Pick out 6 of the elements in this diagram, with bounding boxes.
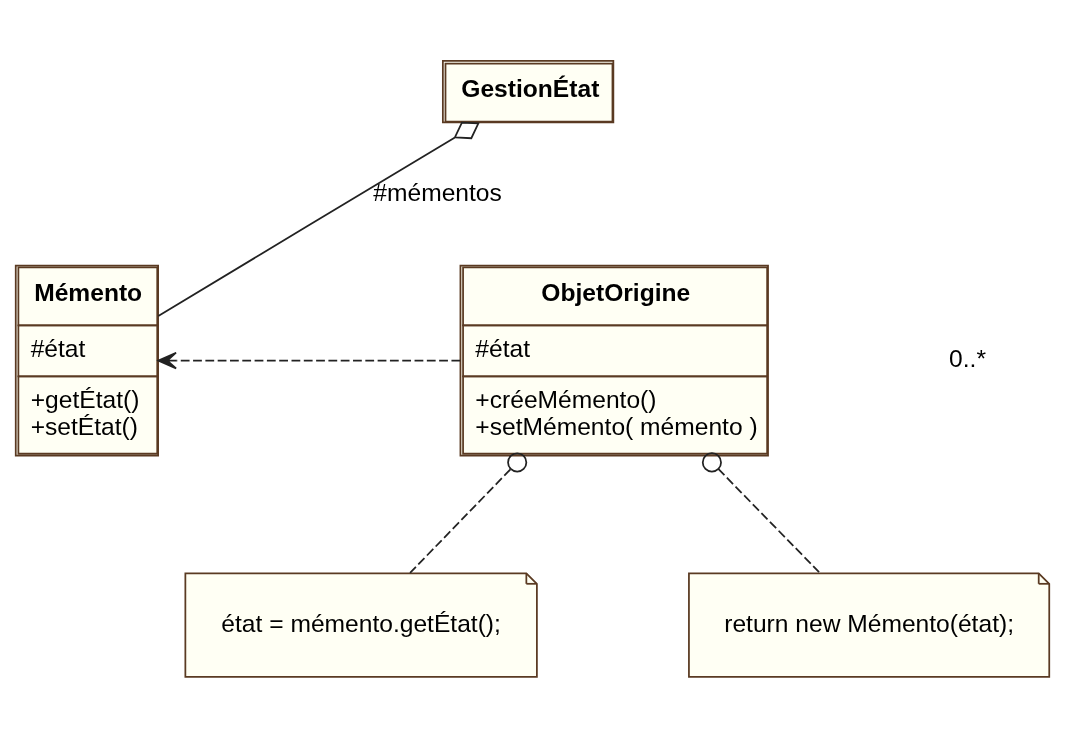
connector xyxy=(701,451,821,574)
connector xyxy=(157,121,480,317)
label: 0..* xyxy=(949,344,986,372)
connector xyxy=(409,451,528,574)
arrow xyxy=(157,351,462,369)
edge-label: #mémentos xyxy=(373,178,502,206)
